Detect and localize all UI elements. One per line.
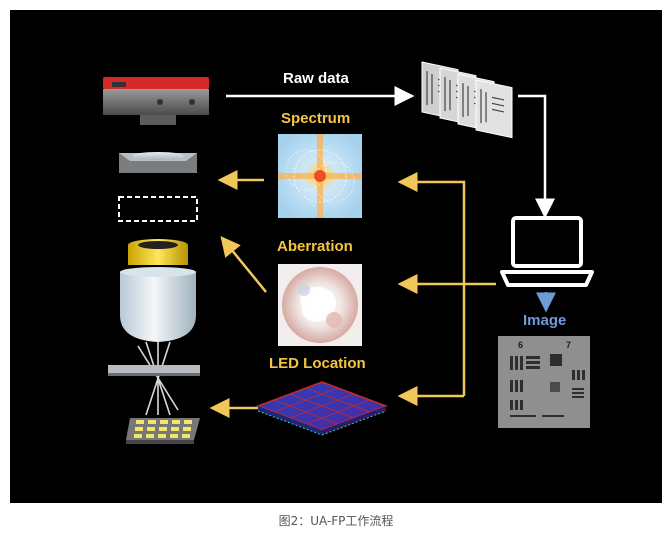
led-array-icon <box>126 418 200 444</box>
raw-data-stack-icon <box>421 61 513 139</box>
tube-lens-icon <box>119 152 197 173</box>
workflow-diagram: Raw data Spectrum Aberration LED Locatio… <box>10 10 662 503</box>
usaf-target-image <box>498 336 590 428</box>
target-number-7: 7 <box>566 340 572 350</box>
camera-icon <box>103 77 209 125</box>
light-rays <box>137 341 179 416</box>
laptop-icon <box>500 216 594 287</box>
image-label: Image <box>523 312 567 329</box>
objective-lens-icon <box>120 239 196 342</box>
aberration-image <box>278 264 362 346</box>
diagram-canvas <box>103 61 594 444</box>
raw-data-label: Raw data <box>283 70 349 87</box>
spectrum-label: Spectrum <box>281 110 351 127</box>
led-location-grid-icon <box>255 381 389 436</box>
target-number-6: 6 <box>518 340 524 350</box>
arrow-rawdata-to-laptop <box>518 94 555 219</box>
aberration-label: Aberration <box>277 238 353 255</box>
feedback-arrows <box>209 170 496 418</box>
led-location-label: LED Location <box>269 355 366 372</box>
spectrum-image <box>278 134 362 218</box>
figure-caption: 图2：UA-FP工作流程 <box>278 514 394 528</box>
sample-slide-icon <box>108 365 200 376</box>
pupil-plane-icon <box>118 196 198 222</box>
